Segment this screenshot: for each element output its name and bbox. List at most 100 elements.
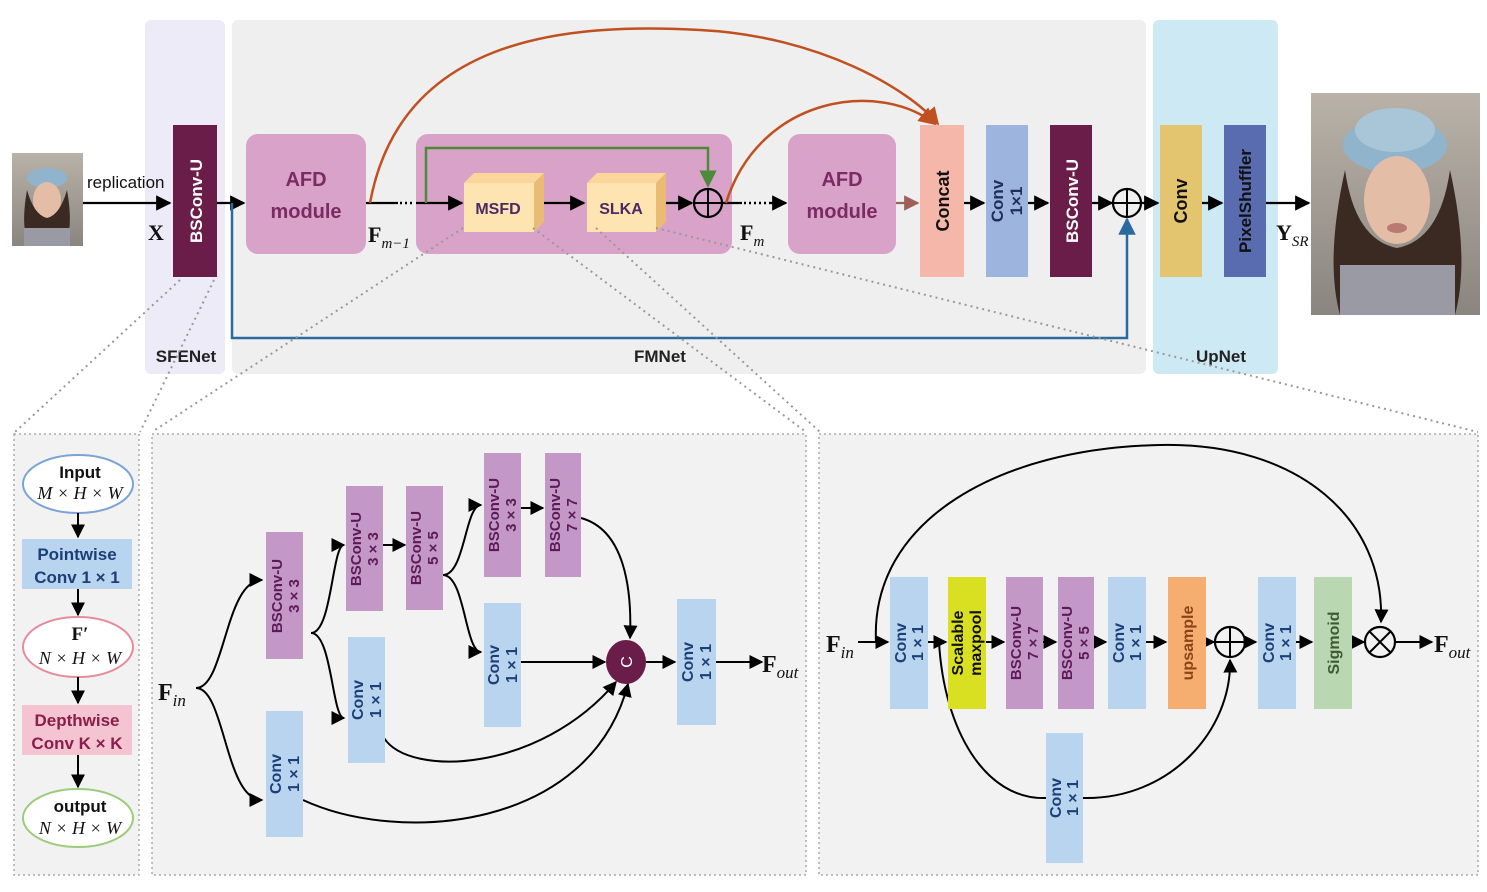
slka-bs77-text1: BSConv-U <box>1008 606 1025 680</box>
svg-text:SLKA: SLKA <box>599 201 643 218</box>
msfd-bs33-b-text2: 3 × 3 <box>365 532 382 566</box>
slka-conv1-text1: Conv <box>893 623 910 663</box>
slka-upsample-text: upsample <box>1180 606 1197 681</box>
bs-input-text2: M × H × W <box>36 483 124 503</box>
msfd-block: MSFD <box>464 173 544 232</box>
slka-multiply-node <box>1363 625 1397 659</box>
slka-maxpool-text2: maxpool <box>968 610 985 676</box>
replication-label: replication <box>87 173 165 192</box>
afd-left-line1: AFD <box>285 169 326 191</box>
sfenet-label: SFENet <box>156 347 217 366</box>
bs-depthwise-text2: Conv K × K <box>31 734 123 753</box>
msfd-conv-a-text2: 1 × 1 <box>504 647 521 683</box>
bs-output-node <box>22 788 134 848</box>
msfd-bs55 <box>406 486 443 610</box>
msfd-bs77-text2: 7 × 7 <box>564 498 581 532</box>
msfd-concat-node <box>606 640 646 684</box>
input-image <box>12 153 83 246</box>
slka-sigmoid-text: Sigmoid <box>1326 611 1343 674</box>
msfd-fout-label: Fout <box>762 652 800 682</box>
fm-label: Fm <box>740 220 764 250</box>
msfd-branch-lines <box>195 498 764 824</box>
svg-text:MSFD: MSFD <box>475 201 520 218</box>
orange-skip-arc-small <box>724 99 937 204</box>
msfd-bs77-text1: BSConv-U <box>547 478 564 552</box>
afd-right-line1: AFD <box>821 169 862 191</box>
slka-upsample <box>1168 577 1206 709</box>
slka-detail-panel <box>818 433 1479 876</box>
msfd-conv-c <box>266 711 303 837</box>
bs-input-text1: Input <box>59 463 101 482</box>
conv-upnet-text: Conv <box>1171 179 1191 224</box>
slka-fout-label: Fout <box>1434 632 1472 662</box>
conv1x1-top-text1: Conv <box>988 179 1007 222</box>
msfd-bs77 <box>545 453 581 577</box>
msfd-bs33-a-text2: 3 × 3 <box>286 579 303 613</box>
slka-conv2-text1: Conv <box>1111 623 1128 663</box>
slka-conv-bottom <box>1046 733 1083 863</box>
msfd-fin-label: Fin <box>158 680 186 710</box>
fmnet-label: FMNet <box>634 347 686 366</box>
bs-fprime-text2: N × H × W <box>38 648 123 668</box>
slka-add-node <box>1213 625 1247 659</box>
slka-conv3 <box>1258 577 1296 709</box>
msfd-bs33-b <box>346 486 383 611</box>
slka-conv2 <box>1108 577 1146 709</box>
sfenet-bsconv-text: BSConv-U <box>187 159 206 243</box>
bs-output-text1: output <box>54 797 107 816</box>
input-x-label: X <box>148 220 164 245</box>
bs-pointwise-node <box>22 539 132 589</box>
slka-conv-bottom-text2: 1 × 1 <box>1065 780 1082 816</box>
slka-bs55 <box>1058 577 1094 709</box>
ysr-label: YSR <box>1276 220 1309 250</box>
msfd-bs55-text1: BSConv-U <box>408 511 425 585</box>
afd-module-left <box>246 134 366 254</box>
slka-maxpool-text1: Scalable <box>950 610 967 675</box>
slka-conv1 <box>890 577 928 709</box>
msfd-conv-a <box>484 603 521 727</box>
msfd-bs33-a-text1: BSConv-U <box>269 559 286 633</box>
conv1x1-top-block <box>986 125 1028 277</box>
zoom-connectors <box>14 227 1479 433</box>
slka-sigmoid <box>1314 577 1352 709</box>
msfd-bs33-b-text1: BSConv-U <box>348 512 365 586</box>
msfd-conv-out-text1: Conv <box>680 642 697 682</box>
msfd-bs33-a <box>266 532 303 659</box>
sfenet-bsconv-block <box>173 125 217 277</box>
msfd-conv-out <box>677 599 716 725</box>
fm-minus-1-label: Fm−1 <box>368 222 410 252</box>
afd-left-line2: module <box>270 201 341 223</box>
concat-text: Concat <box>933 170 953 231</box>
orange-skip-arc-large <box>368 27 940 204</box>
blue-global-residual <box>230 203 1136 340</box>
msfd-concat-symbol: C <box>619 656 636 668</box>
msfd-bs33-c <box>484 453 521 577</box>
bsconv-top-block <box>1050 125 1092 277</box>
afd-right-line2: module <box>806 201 877 223</box>
slka-conv2-text2: 1 × 1 <box>1128 625 1145 661</box>
slka-conv3-text2: 1 × 1 <box>1278 625 1295 661</box>
msfd-conv-b <box>348 637 385 763</box>
msfd-conv-b-text2: 1 × 1 <box>368 682 385 718</box>
slka-bs55-text1: BSConv-U <box>1059 606 1076 680</box>
afd-module-right <box>788 134 896 254</box>
msfd-bs55-text2: 5 × 5 <box>425 531 442 565</box>
add-node-top <box>692 187 724 219</box>
conv1x1-top-text2: 1×1 <box>1007 187 1026 216</box>
bs-fprime-text1: F′ <box>72 624 89 645</box>
slka-conv-bottom-text1: Conv <box>1048 778 1065 818</box>
bsconv-top-text: BSConv-U <box>1063 159 1082 243</box>
upnet-label: UpNet <box>1196 347 1246 366</box>
add-node-upnet <box>1111 187 1143 219</box>
msfd-conv-b-text1: Conv <box>350 680 367 720</box>
bs-depthwise-node <box>22 705 132 755</box>
conv-upnet-block <box>1160 125 1202 277</box>
slka-maxpool <box>948 577 986 709</box>
slka-fin-label: Fin <box>826 632 854 662</box>
slka-bs55-text2: 5 × 5 <box>1076 626 1093 660</box>
msfd-conv-c-text1: Conv <box>268 754 285 794</box>
slka-conv1-text2: 1 × 1 <box>910 625 927 661</box>
bs-output-text2: N × H × W <box>38 818 123 838</box>
slka-bs77 <box>1006 577 1043 709</box>
